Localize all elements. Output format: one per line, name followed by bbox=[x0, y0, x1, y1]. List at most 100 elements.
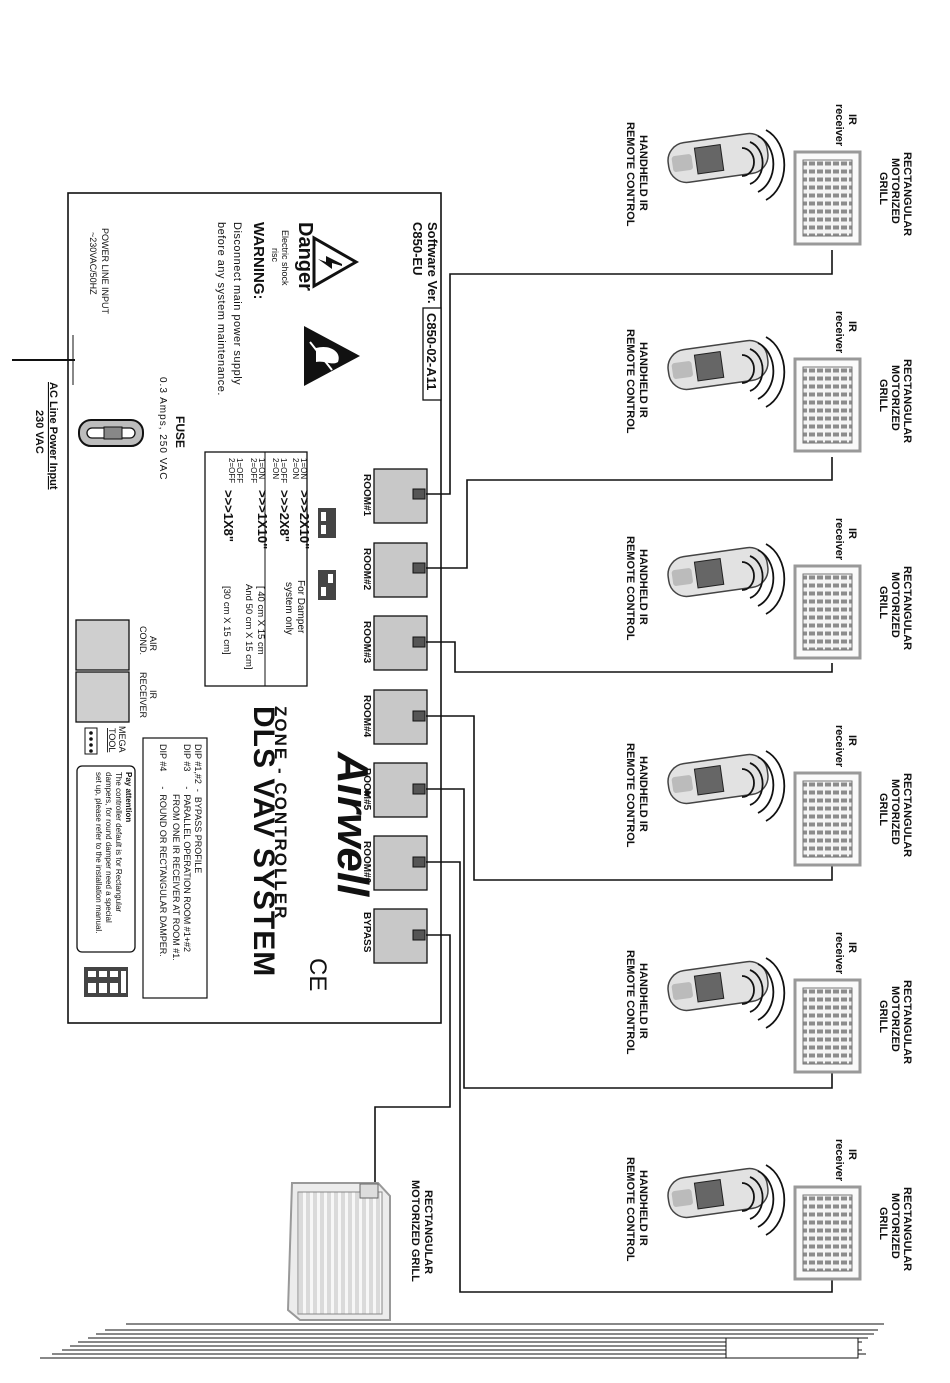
handheld-remote-icon bbox=[667, 339, 769, 391]
zone-1-grill-label-3: GRILL bbox=[877, 172, 889, 205]
dip-function-4: DIP #4 - ROUND OR RECTANGULAR DAMPER. bbox=[158, 744, 168, 957]
ir-signal-icon bbox=[741, 957, 786, 1029]
wire-bypass bbox=[374, 934, 451, 1187]
zone-4-receiver-label-1: IR bbox=[846, 735, 858, 746]
zone-5 bbox=[667, 957, 862, 1074]
dip-switch-4pos bbox=[84, 967, 128, 997]
wire-room-4 bbox=[426, 715, 833, 881]
warning-title: WARNING: bbox=[250, 222, 267, 300]
dip-row3-state-a: 1=ON bbox=[257, 458, 266, 479]
danger-subtitle-2: risc bbox=[270, 248, 280, 262]
dip-row4-metric: [30 cm X 15 cm] bbox=[221, 586, 232, 655]
zone-2 bbox=[667, 336, 862, 453]
room-ports bbox=[373, 468, 428, 964]
zone-2-grill-label-2: MOTORIZED bbox=[889, 365, 901, 431]
zone-2-grill-label-1: RECTANGULAR bbox=[901, 359, 913, 443]
dip-row3-metric-2: And 50 cm X 15 cm] bbox=[243, 584, 254, 670]
controller-panel: Software Ver. C850-02-A11 C850-EU Danger… bbox=[67, 192, 442, 1024]
zone-3-remote-label-2: REMOTE CONTROL bbox=[624, 536, 636, 641]
attention-line-1: The controller default is for Rectangula… bbox=[114, 772, 123, 912]
ce-mark: CE bbox=[304, 958, 331, 991]
model-code: C850-EU bbox=[410, 222, 425, 275]
dip-function-2: DIP #3 - PARALLEL OPERATION ROOM #1+#2 bbox=[182, 744, 192, 952]
handheld-remote-icon bbox=[667, 546, 769, 598]
zone-6-receiver-label-2: receiver bbox=[833, 1139, 845, 1182]
ac-power-input bbox=[12, 335, 75, 385]
system-name-title: DLS VAV SYSTEM bbox=[247, 706, 280, 977]
zone-2-remote-label-1: HANDHELD IR bbox=[637, 342, 649, 418]
port-label-room-5: ROOM#5 bbox=[361, 768, 372, 811]
handheld-remote-icon bbox=[667, 960, 769, 1012]
attention-line-3: set up, please refer to the installation… bbox=[94, 772, 103, 933]
esd-sensitive-icon bbox=[304, 326, 360, 386]
dip-row1-size: >>>2X10" bbox=[297, 490, 312, 549]
ir-signal-icon bbox=[741, 750, 786, 822]
zone-wires bbox=[374, 250, 833, 1293]
zone-6 bbox=[667, 1164, 862, 1281]
zone-1-remote-label-1: HANDHELD IR bbox=[637, 135, 649, 211]
zone-1-receiver-label-2: receiver bbox=[833, 104, 845, 147]
page-decor-lines bbox=[40, 1323, 884, 1359]
bypass-grill-icon bbox=[286, 1182, 391, 1321]
port-label-room-6: ROOM#6 bbox=[361, 841, 372, 884]
motorized-grill-icon bbox=[793, 1185, 862, 1281]
zone-3 bbox=[667, 543, 862, 660]
air-cond-label-2: COND. bbox=[138, 626, 148, 655]
bypass-grill-label-1: RECTANGULAR bbox=[422, 1190, 434, 1274]
handheld-remote-icon bbox=[667, 132, 769, 184]
zone-6-receiver-label-1: IR bbox=[846, 1149, 858, 1160]
zone-controller-title: ZONE - CONTROLLER bbox=[271, 706, 290, 920]
attention-line-2: dampers, for round damper need a special bbox=[104, 772, 113, 923]
zone-5-grill-label-3: GRILL bbox=[877, 1000, 889, 1033]
electric-shock-warning-icon bbox=[312, 235, 360, 289]
attention-title: Pay attention bbox=[124, 772, 133, 822]
damper-note-1: For Damper bbox=[295, 580, 306, 634]
handheld-remote-icon bbox=[667, 753, 769, 805]
zone-2-receiver-label-1: IR bbox=[846, 321, 858, 332]
wire-room-3 bbox=[426, 641, 833, 673]
zone-2-remote-label-2: REMOTE CONTROL bbox=[624, 329, 636, 434]
dip-row2-size: >>>2X8" bbox=[277, 490, 292, 542]
motorized-grill-icon bbox=[793, 978, 862, 1074]
handheld-remote-icon bbox=[667, 1167, 769, 1219]
wire-room-5 bbox=[426, 788, 833, 1089]
port-label-room-2: ROOM#2 bbox=[361, 548, 372, 591]
ir-signal-icon bbox=[741, 543, 786, 615]
software-label: Software Ver. bbox=[425, 222, 440, 304]
bypass-grill-label-2: MOTORIZED GRILL bbox=[409, 1180, 421, 1282]
zone-6-grill-label-1: RECTANGULAR bbox=[901, 1187, 913, 1271]
zone-6-remote-label-2: REMOTE CONTROL bbox=[624, 1157, 636, 1262]
ir-receiver-label-2: RECEIVER bbox=[138, 672, 148, 719]
port-label-room-3: ROOM#3 bbox=[361, 621, 372, 664]
zone-5-receiver-label-2: receiver bbox=[833, 932, 845, 975]
zone-5-grill-label-2: MOTORIZED bbox=[889, 986, 901, 1052]
dip-row4-size: >>>1X8" bbox=[221, 490, 236, 542]
dip-row2-state-b: 2=ON bbox=[271, 458, 280, 479]
zone-4-receiver-label-2: receiver bbox=[833, 725, 845, 768]
wire-room-2 bbox=[426, 457, 833, 569]
warning-line-2: before any system maintenance. bbox=[215, 222, 227, 396]
warning-line-1: Disconnect main power supply bbox=[231, 222, 243, 385]
zone-3-grill-label-2: MOTORIZED bbox=[889, 572, 901, 638]
zone-4-remote-label-2: REMOTE CONTROL bbox=[624, 743, 636, 848]
power-line-spec: ~230VAC/50HZ bbox=[88, 232, 98, 295]
zone-1 bbox=[667, 129, 862, 246]
zone-3-remote-label-1: HANDHELD IR bbox=[637, 549, 649, 625]
attention-box bbox=[76, 765, 136, 953]
danger-subtitle: Electric shock bbox=[280, 230, 290, 286]
motorized-grill-icon bbox=[793, 771, 862, 867]
dip-row3-state-b: 2=OFF bbox=[249, 458, 258, 483]
zone-3-receiver-label-2: receiver bbox=[833, 518, 845, 561]
software-version-box bbox=[422, 307, 442, 401]
zone-6-grill-label-3: GRILL bbox=[877, 1207, 889, 1240]
port-label-room-1: ROOM#1 bbox=[361, 474, 372, 517]
zone-5-remote-label-2: REMOTE CONTROL bbox=[624, 950, 636, 1055]
dip-row4-state-a: 1=OFF bbox=[235, 458, 244, 483]
ir-signal-icon bbox=[741, 129, 786, 201]
dip-function-box bbox=[142, 737, 208, 999]
zone-2-receiver-label-2: receiver bbox=[833, 311, 845, 354]
zone-2-grill-label-3: GRILL bbox=[877, 379, 889, 412]
fuse-title: FUSE bbox=[173, 416, 187, 448]
dip-switch-small-2 bbox=[318, 570, 336, 600]
port-label-bypass: BYPASS bbox=[361, 912, 372, 953]
